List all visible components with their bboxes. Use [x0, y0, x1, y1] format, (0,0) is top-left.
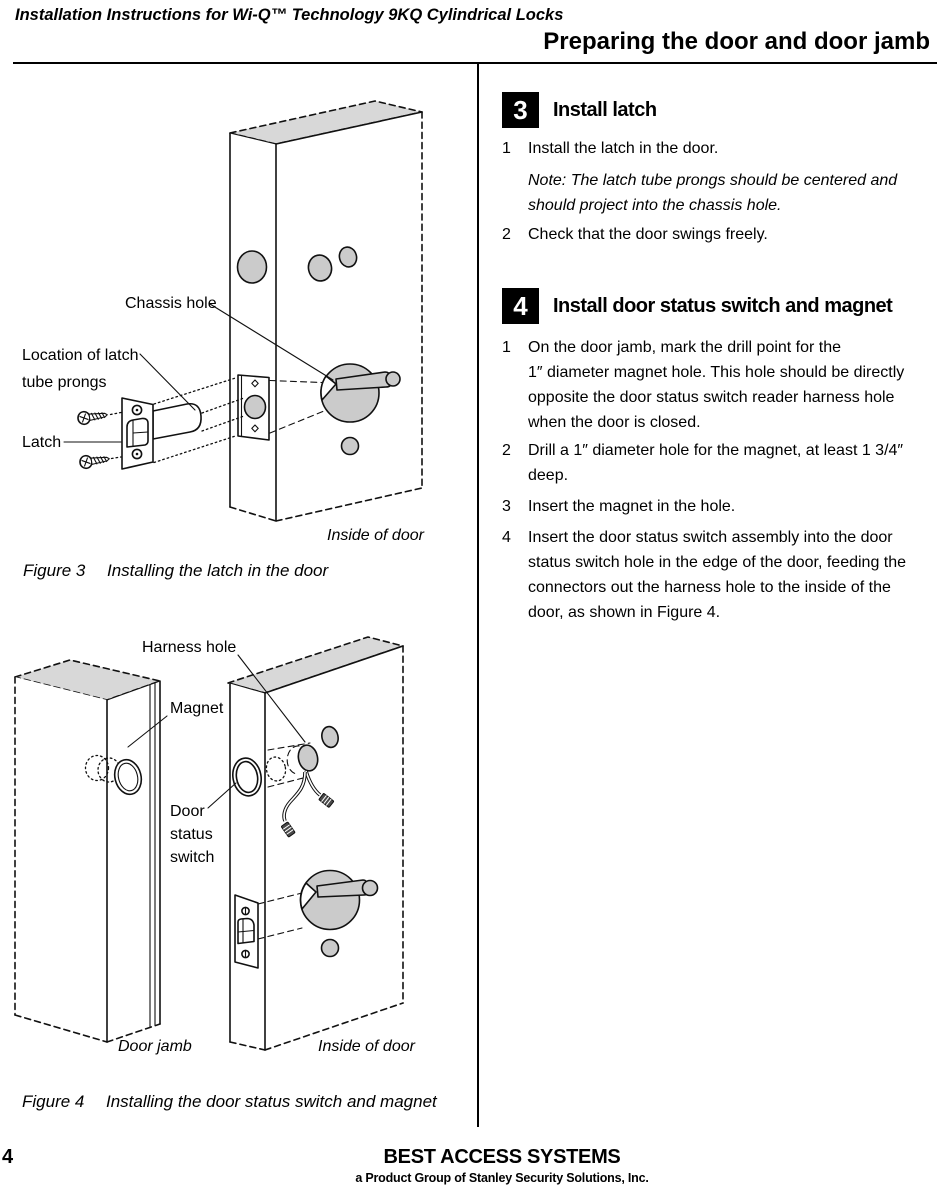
step4-item-2: 2 Drill a 1″ diameter hole for the magne… — [502, 438, 903, 488]
step3-note: Note: The latch tube prongs should be ce… — [502, 168, 897, 218]
fig4-label-door-status-switch-3: switch — [170, 849, 214, 866]
fig3-edge-hole — [236, 250, 268, 284]
fig4-small-hole-bottom — [320, 938, 340, 958]
item-line: connectors out the harness hole to the i… — [528, 579, 891, 596]
step4-badge: 4 — [502, 288, 539, 324]
fig4-latch-plate — [234, 892, 303, 969]
item-number: 1 — [502, 140, 511, 157]
fig4-chassis-hole — [299, 869, 379, 958]
figure3-caption-text: Installing the latch in the door — [107, 561, 329, 580]
item-number: 2 — [502, 442, 511, 459]
figure4-caption-text: Installing the door status switch and ma… — [106, 1092, 437, 1111]
fig3-label-chassis-hole: Chassis hole — [125, 295, 217, 312]
page-number: 4 — [2, 1146, 14, 1168]
item-line: opposite the door status switch reader h… — [528, 389, 895, 406]
step3-item-2: 2 Check that the door swings freely. — [502, 222, 768, 247]
section-title: Preparing the door and door jamb — [543, 28, 930, 55]
figure3-drawing: Chassis hole Location of latch tube pron… — [22, 100, 425, 544]
item-line: Insert the door status switch assembly i… — [528, 529, 893, 546]
item-line: Insert the magnet in the hole. — [528, 498, 736, 515]
step3-item-1: 1 Install the latch in the door. — [502, 136, 718, 161]
fig4-label-harness-hole: Harness hole — [142, 639, 236, 656]
fig4-door — [227, 636, 404, 1051]
item-line: On the door jamb, mark the drill point f… — [528, 339, 842, 356]
fig3-door — [229, 100, 423, 522]
item-number: 4 — [502, 529, 511, 546]
fig3-label-inside-of-door: Inside of door — [327, 527, 425, 544]
fig4-harness-hole — [297, 744, 319, 772]
step3-title: Install latch — [553, 98, 657, 121]
fig4-door-jamb — [14, 659, 161, 1043]
fig3-edge-plate — [237, 374, 270, 441]
fig3-label-latch-tube-prongs-2: tube prongs — [22, 374, 107, 391]
fig4-labels: Harness hole Magnet Door status switch D… — [118, 639, 416, 1055]
footer-tagline: a Product Group of Stanley Security Solu… — [355, 1171, 649, 1185]
fig4-label-door-status-switch-1: Door — [170, 803, 205, 820]
item-number: 1 — [502, 339, 511, 356]
step4-item-3: 3 Insert the magnet in the hole. — [502, 494, 735, 519]
step4-title: Install door status switch and magnet — [553, 294, 893, 317]
fig4-door-status-switch — [232, 725, 339, 838]
fig3-label-latch-tube-prongs-1: Location of latch — [22, 347, 139, 364]
fig4-connector-1 — [318, 793, 335, 808]
fig3-labels: Chassis hole Location of latch tube pron… — [22, 295, 425, 544]
fig4-label-door-jamb: Door jamb — [118, 1038, 192, 1055]
item-line: Install the latch in the door. — [528, 140, 719, 157]
fig3-face-hole — [307, 254, 333, 282]
fig4-small-hole-top — [321, 725, 339, 749]
item-line: door, as shown in Figure 4. — [528, 604, 721, 621]
item-number: 2 — [502, 226, 511, 243]
item-line: when the door is closed. — [528, 414, 701, 431]
fig3-projection-lines — [109, 376, 325, 464]
figure4-caption: Figure 4 Installing the door status switc… — [22, 1092, 437, 1112]
item-line: status switch hole in the edge of the do… — [528, 554, 907, 571]
figure4-caption-number: Figure 4 — [22, 1092, 85, 1111]
figure3-caption: Figure 3 Installing the latch in the door — [23, 561, 328, 581]
fig3-latch-assembly — [121, 397, 202, 470]
step4-header: 4 Install door status switch and magnet — [502, 288, 893, 324]
item-line: 1″ diameter magnet hole. This hole shoul… — [528, 364, 905, 381]
step3-badge: 3 — [502, 92, 539, 128]
footer-company: BEST ACCESS SYSTEMS — [383, 1146, 621, 1168]
note-line: Note: The latch tube prongs should be ce… — [528, 172, 898, 189]
step4-item-4: 4 Insert the door status switch assembly… — [502, 525, 906, 625]
fig4-label-door-status-switch-2: status — [170, 826, 213, 843]
column-divider — [477, 64, 479, 1127]
fig3-small-hole — [340, 436, 360, 456]
fig3-face-hole-small — [338, 246, 358, 268]
step4-item-1: 1 On the door jamb, mark the drill point… — [502, 335, 904, 435]
item-line: Check that the door swings freely. — [528, 226, 768, 243]
fig3-screw-top — [77, 410, 108, 426]
header-rule — [13, 62, 937, 64]
fig4-label-magnet: Magnet — [170, 700, 224, 717]
item-line: deep. — [528, 467, 569, 484]
fig4-magnet — [84, 754, 143, 796]
fig4-connector-2 — [281, 821, 296, 838]
fig4-label-inside-of-door: Inside of door — [318, 1038, 416, 1055]
document-title: Installation Instructions for Wi-Q™ Tech… — [15, 6, 564, 24]
item-number: 3 — [502, 498, 511, 515]
figure4-drawing: Harness hole Magnet Door status switch D… — [14, 636, 416, 1055]
item-line: Drill a 1″ diameter hole for the magnet,… — [528, 442, 904, 459]
fig3-label-latch: Latch — [22, 434, 61, 451]
fig3-chassis-hole — [320, 363, 401, 456]
figure3-caption-number: Figure 3 — [23, 561, 86, 580]
fig3-screw-bottom — [79, 454, 110, 470]
note-line: should project into the chassis hole. — [528, 197, 782, 214]
step3-header: 3 Install latch — [502, 92, 657, 128]
